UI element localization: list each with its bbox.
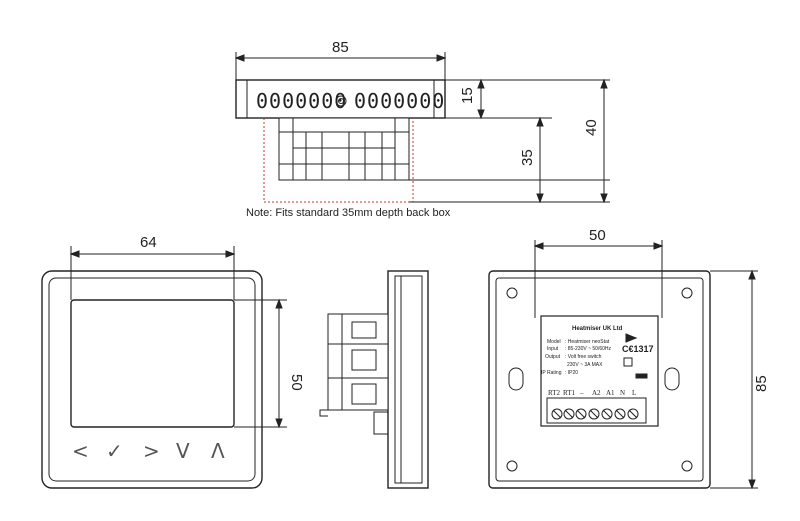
top-view	[234, 52, 610, 204]
terminal-labels: RT2 RT1 – A2 A1 N L	[548, 389, 636, 397]
label-row-key: Model	[547, 339, 561, 345]
label-row-value: : 85-230V ~ 50/60Hz	[565, 346, 612, 352]
terminal-label: RT1	[563, 389, 576, 397]
label-row-value: : Heatmiser neoStat	[565, 339, 610, 345]
front-width-label: 64	[140, 234, 157, 251]
back-outer-plate	[488, 270, 711, 489]
top-screw	[335, 95, 347, 107]
label-row-value: : IP20	[565, 370, 578, 376]
label-company: Heatmiser UK Ltd	[572, 326, 623, 332]
back-screw-hole	[506, 287, 518, 299]
label-row-key: IP Rating	[541, 370, 562, 376]
vent-slots-right: 0000000	[354, 89, 445, 113]
top-body	[278, 117, 410, 181]
side-view	[319, 270, 429, 489]
right-arrow-button[interactable]: >	[143, 439, 160, 463]
terminal-label: A2	[592, 389, 601, 397]
top-width-label: 85	[332, 39, 349, 56]
top-depth-label: 35	[519, 149, 536, 166]
back-module	[540, 315, 659, 427]
terminal-label: N	[620, 389, 625, 397]
front-outer-frame	[41, 270, 263, 489]
tick-button[interactable]: ✓	[106, 439, 123, 463]
vent-slots-left: 0000000	[256, 89, 347, 113]
up-arrow-button[interactable]: Λ	[211, 439, 225, 463]
back-height-label: 85	[753, 375, 770, 392]
terminal-label: L	[632, 389, 636, 397]
down-arrow-button[interactable]: V	[176, 439, 190, 463]
top-height-label: 15	[459, 87, 476, 104]
back-box-note: Note: Fits standard 35mm depth back box	[246, 207, 451, 219]
front-inner-frame	[48, 277, 256, 482]
back-box-outline	[263, 118, 414, 203]
label-row-value: 230V ~ 3A MAX	[567, 362, 603, 368]
label-row-key: Input	[547, 346, 559, 352]
ce-mark: C€1317	[622, 344, 654, 354]
top-total-label: 40	[583, 119, 600, 136]
back-width-label: 50	[589, 227, 606, 244]
back-view	[488, 240, 758, 490]
front-height-label: 50	[288, 374, 305, 391]
terminal-label: –	[579, 389, 584, 397]
left-arrow-button[interactable]: <	[72, 439, 89, 463]
terminal-label: A1	[606, 389, 615, 397]
terminal-label: RT2	[548, 389, 561, 397]
label-row-key: Output	[545, 354, 561, 360]
front-view	[41, 246, 287, 489]
label-rows: Model : Heatmiser neoStat Input : 85-230…	[541, 339, 612, 376]
front-screen	[70, 299, 235, 428]
side-body	[327, 313, 389, 411]
label-row-value: : Volt free switch	[565, 354, 602, 360]
front-buttons: < ✓ > V Λ	[72, 439, 225, 463]
